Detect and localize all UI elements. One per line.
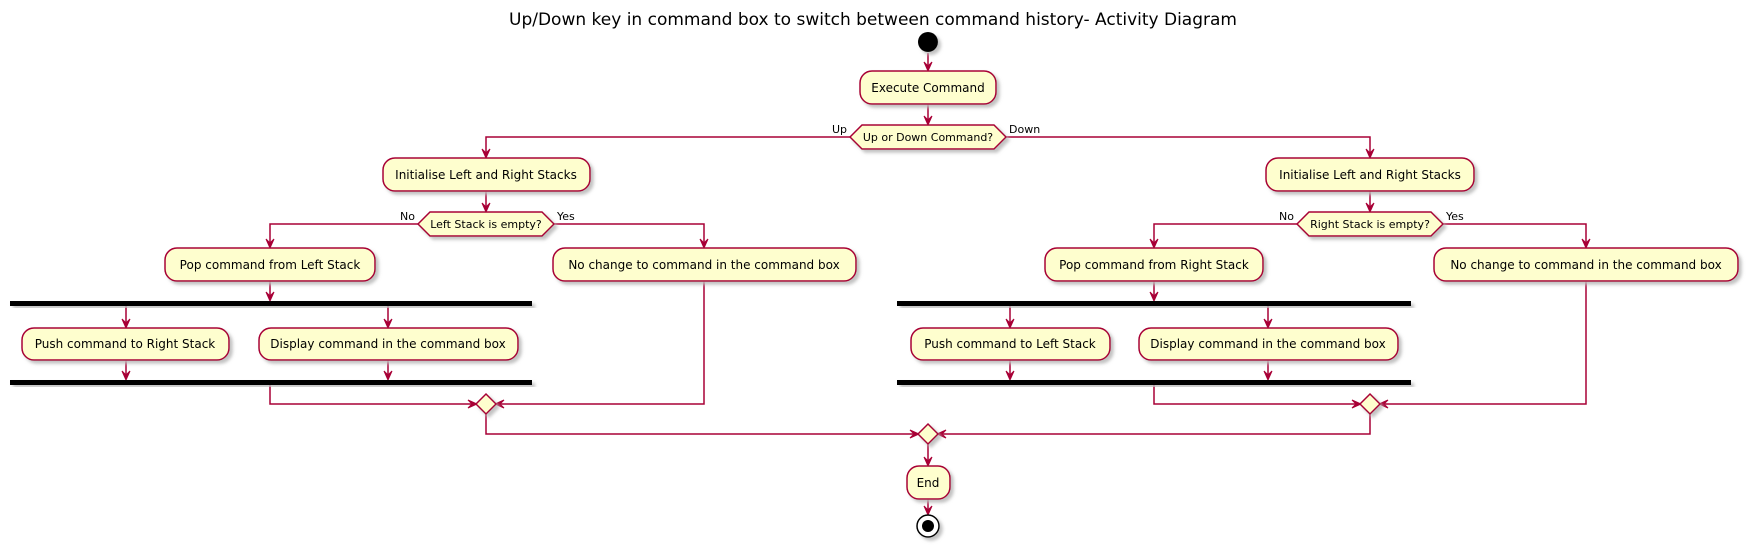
arrow-joinright-merge bbox=[1351, 399, 1363, 409]
edge-decright-yes bbox=[1443, 223, 1587, 247]
diagram-title: Up/Down key in command box to switch bet… bbox=[509, 10, 1237, 30]
arrow-displayleft-join bbox=[383, 370, 393, 382]
task-pop-right-label: Pop command from Right Stack bbox=[1059, 258, 1249, 272]
task-pop-right-stack: Pop command from Right Stack bbox=[1044, 247, 1264, 282]
edge-joinright-merge bbox=[1153, 385, 1360, 405]
arrow-initright-decright bbox=[1365, 202, 1375, 214]
decision-left-label: Left Stack is empty? bbox=[430, 218, 542, 231]
edges bbox=[121, 53, 1591, 517]
branch-label-no-right: No bbox=[1279, 210, 1294, 223]
branch-label-up: Up bbox=[832, 123, 847, 136]
edge-mergeleft-final bbox=[485, 414, 918, 435]
arrow-initleft-decleft bbox=[481, 202, 491, 214]
task-init-stacks-down: Initialise Left and Right Stacks bbox=[1265, 157, 1475, 192]
task-push-left-stack: Push command to Left Stack bbox=[910, 327, 1111, 361]
task-pop-left-label: Pop command from Left Stack bbox=[180, 258, 361, 272]
decision-right-label: Right Stack is empty? bbox=[1310, 218, 1430, 231]
task-pop-left-stack: Pop command from Left Stack bbox=[164, 247, 376, 282]
decision-main-label: Up or Down Command? bbox=[863, 131, 993, 144]
arrow-pushright-join bbox=[121, 370, 131, 382]
decision-right-stack-empty: Right Stack is empty? bbox=[1295, 211, 1445, 237]
arrow-pushleft-join bbox=[1005, 370, 1015, 382]
arrow-popright-fork bbox=[1149, 291, 1159, 303]
join-bar-down bbox=[897, 380, 1411, 385]
arrow-start-execute bbox=[923, 61, 933, 73]
arrow-mergeleft-final bbox=[909, 429, 921, 439]
task-display-command-down: Display command in the command box bbox=[1138, 327, 1399, 361]
arrow-popleft-fork bbox=[265, 291, 275, 303]
arrow-fork-displayleft bbox=[383, 318, 393, 330]
edge-decision-down bbox=[1006, 136, 1371, 157]
task-execute-command: Execute Command bbox=[859, 70, 997, 105]
arrow-decleft-yes bbox=[699, 238, 709, 250]
arrow-nochangeright-merge bbox=[1377, 399, 1389, 409]
edge-decision-up bbox=[485, 136, 850, 157]
task-push-left-label: Push command to Left Stack bbox=[924, 337, 1096, 351]
task-display-down-label: Display command in the command box bbox=[1150, 337, 1385, 351]
arrow-decision-down bbox=[1365, 148, 1375, 160]
fork-bar-up bbox=[10, 301, 532, 306]
task-no-change-down-label: No change to command in the command box bbox=[1450, 258, 1721, 272]
task-init-up-label: Initialise Left and Right Stacks bbox=[395, 168, 577, 182]
arrow-displayright-join bbox=[1263, 370, 1273, 382]
edge-nochangeleft-merge bbox=[496, 281, 705, 405]
arrow-decright-no bbox=[1149, 238, 1159, 250]
edge-decleft-yes bbox=[554, 223, 705, 247]
arrow-fork-displayright bbox=[1263, 318, 1273, 330]
merge-node-up bbox=[474, 392, 498, 416]
decision-left-stack-empty: Left Stack is empty? bbox=[416, 211, 556, 237]
arrow-execute-decision bbox=[923, 115, 933, 127]
arrow-mergeright-final bbox=[935, 429, 947, 439]
decision-up-or-down: Up or Down Command? bbox=[848, 124, 1008, 150]
merge-node-final bbox=[916, 422, 940, 446]
task-no-change-down: No change to command in the command box bbox=[1433, 247, 1739, 282]
edge-joinleft-merge bbox=[269, 385, 476, 405]
edge-mergeright-final bbox=[938, 414, 1371, 435]
edge-decright-no bbox=[1153, 223, 1297, 247]
edge-decleft-no bbox=[269, 223, 418, 247]
branch-label-down: Down bbox=[1009, 123, 1040, 136]
arrow-decright-yes bbox=[1581, 238, 1591, 250]
edge-nochangeright-merge bbox=[1380, 281, 1587, 405]
branch-label-yes-left: Yes bbox=[556, 210, 575, 223]
task-end-label: End bbox=[917, 476, 940, 490]
arrow-fork-pushright bbox=[121, 318, 131, 330]
branch-label-no-left: No bbox=[400, 210, 415, 223]
arrow-nochangeleft-merge bbox=[493, 399, 505, 409]
arrow-final-end bbox=[923, 456, 933, 468]
arrow-end-stop bbox=[923, 505, 933, 517]
arrow-decision-up bbox=[481, 148, 491, 160]
task-push-right-label: Push command to Right Stack bbox=[35, 337, 216, 351]
task-init-down-label: Initialise Left and Right Stacks bbox=[1279, 168, 1461, 182]
task-no-change-up-label: No change to command in the command box bbox=[568, 258, 839, 272]
merge-node-down bbox=[1358, 392, 1382, 416]
stop-node bbox=[916, 514, 940, 538]
arrow-joinleft-merge bbox=[467, 399, 479, 409]
join-bar-up bbox=[10, 380, 532, 385]
start-node bbox=[918, 32, 938, 52]
task-push-right-stack: Push command to Right Stack bbox=[21, 327, 230, 361]
task-display-command-up: Display command in the command box bbox=[258, 327, 519, 361]
task-execute-label: Execute Command bbox=[871, 81, 984, 95]
task-no-change-up: No change to command in the command box bbox=[552, 247, 857, 282]
fork-bar-down bbox=[897, 301, 1411, 306]
task-end: End bbox=[906, 465, 951, 500]
branch-label-yes-right: Yes bbox=[1445, 210, 1464, 223]
arrow-decleft-no bbox=[265, 238, 275, 250]
arrow-fork-pushleft bbox=[1005, 318, 1015, 330]
task-display-up-label: Display command in the command box bbox=[270, 337, 505, 351]
task-init-stacks-up: Initialise Left and Right Stacks bbox=[382, 157, 591, 192]
